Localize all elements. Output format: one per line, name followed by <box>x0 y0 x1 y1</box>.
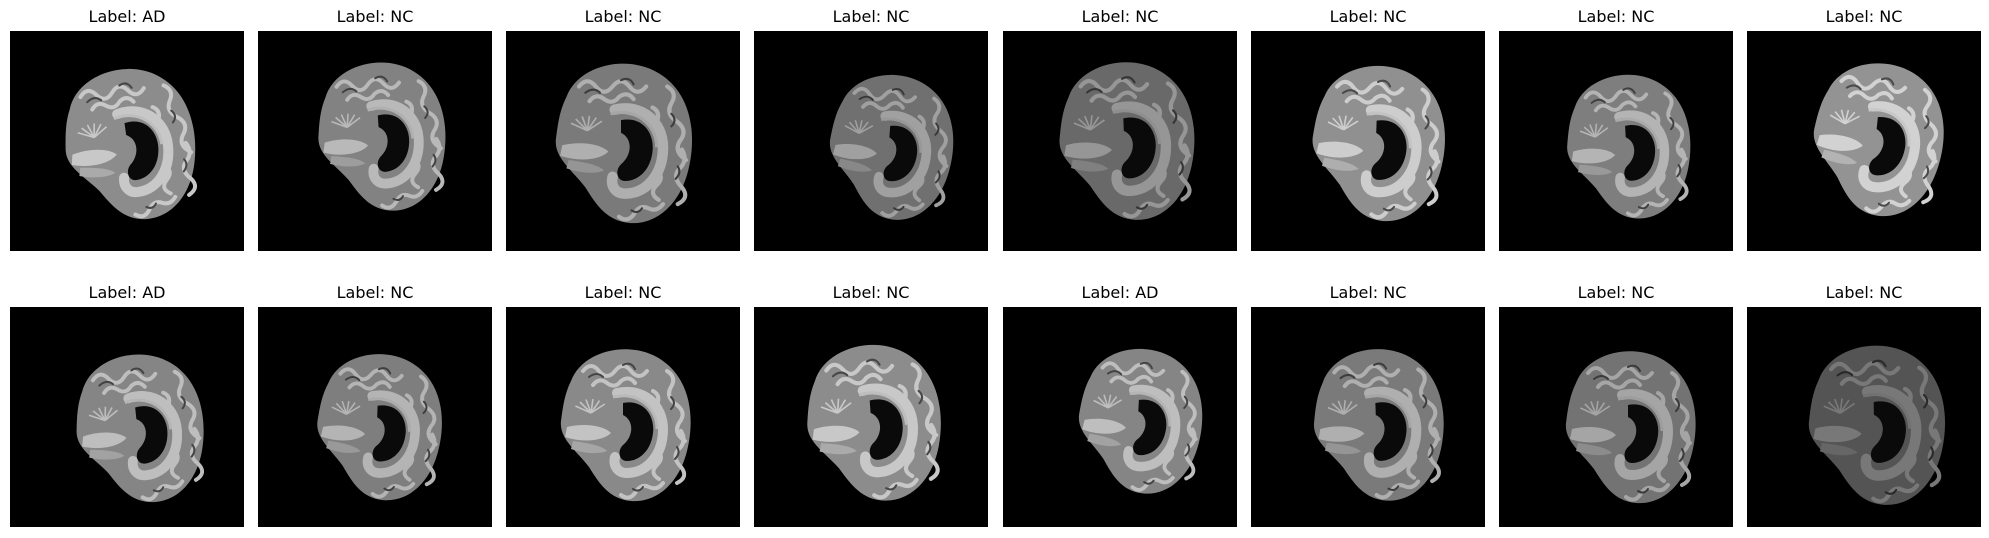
brain-slice <box>1078 349 1203 494</box>
brain-slice <box>555 63 693 224</box>
brain-slice <box>76 354 205 503</box>
brain-slice <box>1813 63 1944 217</box>
panel-label: Label: NC <box>584 7 662 26</box>
mri-scan-image <box>1747 31 1981 251</box>
panel-label: Label: NC <box>1825 283 1903 302</box>
mri-scan-image <box>258 307 492 527</box>
brain-slice <box>807 344 941 501</box>
brain-slice <box>1314 349 1444 501</box>
mri-scan-image <box>754 31 988 251</box>
mri-scan-image <box>506 307 740 527</box>
brain-slice <box>560 349 691 502</box>
mri-scan-drawing <box>560 349 691 502</box>
panel-label: Label: NC <box>1577 283 1655 302</box>
mri-scan-image <box>10 307 244 527</box>
brain-slice <box>1567 74 1691 219</box>
mri-scan-drawing <box>1314 349 1444 501</box>
panel-label: Label: AD <box>1081 283 1159 302</box>
panel-label: Label: NC <box>584 283 662 302</box>
panel-label: Label: NC <box>336 283 414 302</box>
mri-scan-image <box>1003 307 1237 527</box>
panel-label: Label: NC <box>1329 283 1407 302</box>
mri-scan-drawing <box>318 62 446 211</box>
mri-scan-drawing <box>555 63 693 224</box>
mri-scan-drawing <box>829 75 954 220</box>
brain-slice <box>317 354 442 501</box>
brain-slice <box>1565 351 1696 504</box>
panel-label: Label: NC <box>1825 7 1903 26</box>
mri-scan-image <box>10 31 244 251</box>
brain-slice <box>829 75 954 220</box>
mri-scan-image <box>1251 307 1485 527</box>
mri-scan-drawing <box>1567 74 1691 219</box>
mri-scan-image <box>754 307 988 527</box>
brain-slice <box>318 62 446 211</box>
panel-label: Label: NC <box>1329 7 1407 26</box>
mri-scan-drawing <box>317 354 442 501</box>
panel-label: Label: AD <box>88 7 166 26</box>
panel-label: Label: NC <box>832 7 910 26</box>
mri-scan-image <box>1499 307 1733 527</box>
panel-label: Label: NC <box>1577 7 1655 26</box>
brain-slice <box>1808 345 1946 505</box>
panel-label: Label: AD <box>88 283 166 302</box>
mri-scan-drawing <box>1813 63 1944 217</box>
mri-scan-image <box>1747 307 1981 527</box>
mri-scan-drawing <box>1808 345 1946 505</box>
mri-scan-image <box>258 31 492 251</box>
brain-slice <box>1059 62 1195 220</box>
mri-scan-image <box>1251 31 1485 251</box>
mri-scan-drawing <box>65 68 198 220</box>
mri-scan-image <box>1003 31 1237 251</box>
mri-scan-image <box>506 31 740 251</box>
brain-slice <box>65 68 198 220</box>
mri-scan-drawing <box>1059 62 1195 220</box>
brain-slice <box>1312 65 1445 222</box>
panel-label: Label: NC <box>1081 7 1159 26</box>
mri-scan-drawing <box>1312 65 1445 222</box>
mri-scan-image <box>1499 31 1733 251</box>
mri-scan-drawing <box>1565 351 1696 504</box>
mri-scan-drawing <box>1078 349 1203 494</box>
mri-scan-drawing <box>76 354 205 503</box>
mri-scan-drawing <box>807 344 941 501</box>
panel-label: Label: NC <box>336 7 414 26</box>
panel-label: Label: NC <box>832 283 910 302</box>
